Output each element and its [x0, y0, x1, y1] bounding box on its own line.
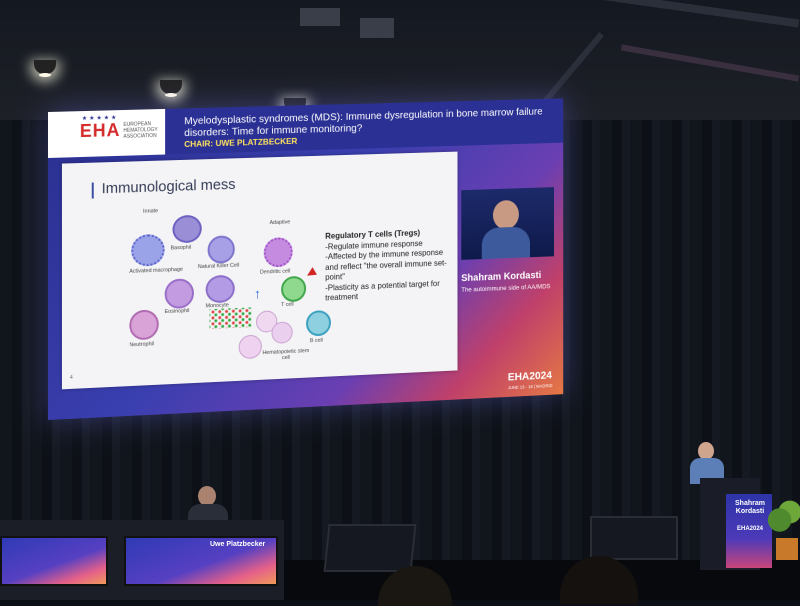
projection-screen: ★★★★★ EHA EUROPEAN HEMATOLOGY ASSOCIATIO… [48, 98, 564, 420]
stage-light [160, 80, 182, 97]
eosinophil-cell-icon [164, 278, 194, 310]
session-title: Myelodysplastic syndromes (MDS): Immune … [184, 105, 543, 140]
label-stem-cell: Hematopoietic stem cell [262, 348, 310, 362]
macrophage-cell-icon [131, 233, 165, 267]
slide-page-number: 4 [69, 374, 73, 381]
basophil-cell-icon [172, 214, 202, 244]
chair-person-head [198, 486, 216, 506]
label-basophil: Basophil [170, 244, 192, 252]
label-macrophage: Activated macrophage [129, 266, 183, 275]
arrow-blue-icon: ↑ [254, 285, 261, 302]
speaker-video [461, 187, 555, 260]
slide-title-bar [91, 182, 94, 199]
b-cell-icon [306, 309, 331, 337]
label-adaptive: Adaptive [269, 219, 291, 227]
speaker-talk-title: The autoimmune side of AA/MDS [461, 283, 551, 294]
label-b-cell: B cell [309, 337, 323, 345]
podium-event-name: EHA2024 [736, 526, 763, 532]
speaker-head [492, 199, 519, 230]
eha-logo: EHA [79, 120, 121, 142]
desk-screen [124, 536, 278, 586]
event-name: EHA2024 [507, 369, 552, 384]
arrow-red-icon: ◀ [303, 264, 318, 281]
slide-title: Immunological mess [101, 176, 236, 198]
label-innate: Innate [143, 208, 159, 215]
stage-light [34, 60, 56, 77]
speaker-body [481, 226, 531, 260]
treg-textbox: Regulatory T cells (Tregs) -Regulate imm… [325, 227, 457, 304]
plant-leaves [766, 500, 800, 540]
plant [766, 500, 800, 560]
ceiling-truss [520, 0, 800, 28]
ceiling-speaker [300, 8, 340, 26]
neutrophil-cell-icon [129, 309, 159, 341]
cytokine-dots [209, 307, 253, 329]
label-dendritic-cell: Dendritic cell [259, 268, 291, 276]
label-nk-cell: Natural Killer Cell [197, 262, 240, 271]
stage-monitor [590, 516, 678, 560]
plant-pot [776, 538, 798, 560]
presentation-slide: Immunological mess Innate Adaptive Basop… [61, 151, 458, 390]
label-neutrophil: Neutrophil [129, 341, 154, 349]
label-t-cell: T cell [281, 301, 294, 309]
stage-monitor [323, 524, 417, 572]
ceiling-speaker [360, 18, 394, 38]
t-cell-icon [281, 275, 307, 303]
treg-line: -Plasticity as a potential target for tr… [325, 278, 440, 303]
eha-logo-subtitle: EUROPEAN HEMATOLOGY ASSOCIATION [123, 121, 158, 140]
stem-cell-icon [271, 321, 293, 344]
label-eosinophil: Eosinophil [164, 308, 190, 316]
event-dates: JUNE 13 - 16 | MADRID [507, 383, 553, 391]
stem-cell-icon [238, 334, 262, 360]
chair-person-body [188, 504, 228, 524]
dendritic-cell-icon [263, 237, 293, 268]
podium-screen [726, 494, 772, 568]
nk-cell-icon [207, 235, 235, 264]
desk-name-label: Uwe Platzbecker [210, 541, 266, 548]
podium-speaker-head [698, 442, 714, 460]
session-chair: CHAIR: UWE PLATZBECKER [184, 135, 298, 149]
desk-screen [0, 536, 108, 586]
podium-speaker-name: Shahram Kordasti [735, 500, 765, 515]
ceiling-truss [620, 44, 800, 82]
monocyte-cell-icon [205, 274, 235, 304]
speaker-name: Shahram Kordasti [461, 270, 542, 285]
